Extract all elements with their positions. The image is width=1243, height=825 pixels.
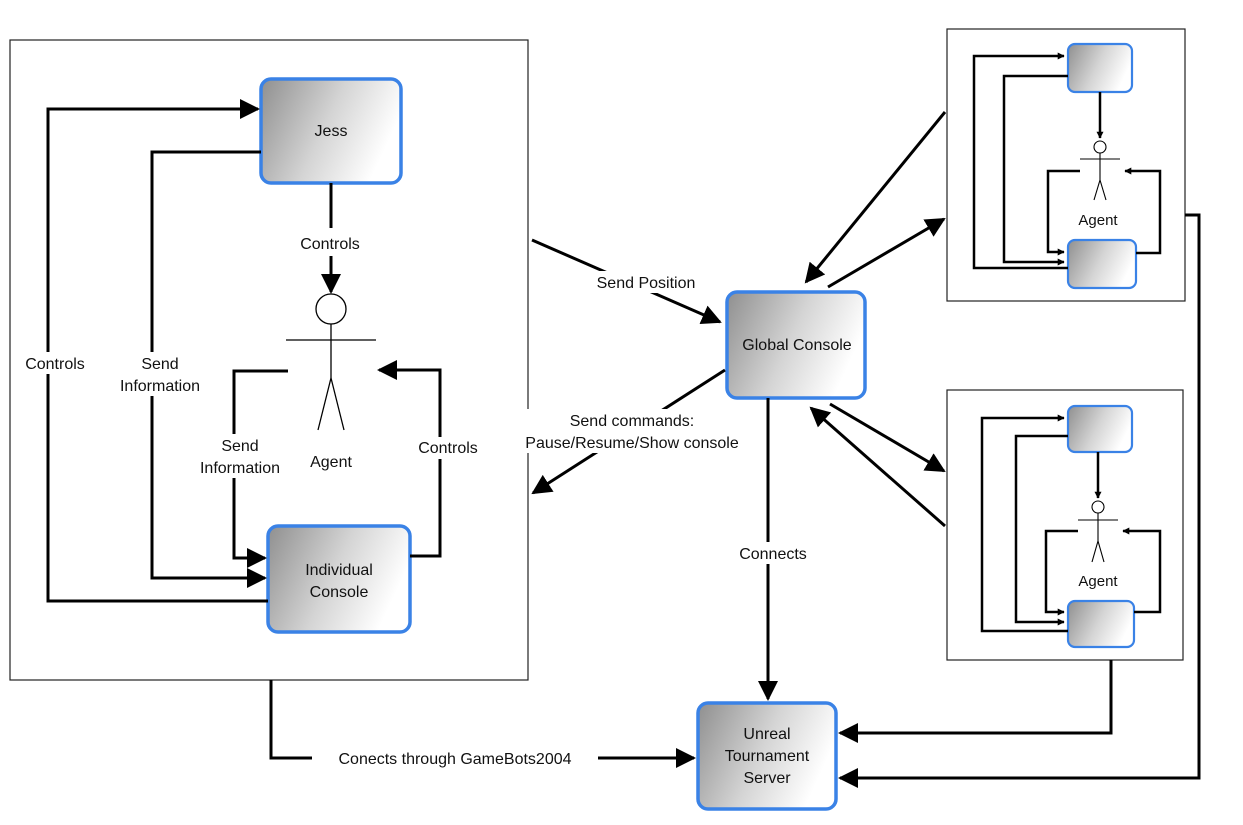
jess-node-label: Jess (315, 123, 348, 140)
edge-label-jess-controls: Controls (300, 236, 360, 253)
bottom-right-node-lower[interactable] (1066, 599, 1136, 649)
agent-container-main (9, 39, 529, 681)
edge-global-to-bottomright (829, 402, 946, 473)
top-right-node-upper[interactable] (1066, 42, 1134, 94)
edge-tr-agent-info (1046, 169, 1080, 256)
edge-br-outer-loop (980, 414, 1068, 633)
edge-tr-console-controls (1124, 167, 1162, 255)
edge-topright-to-global (804, 111, 947, 284)
edge-label-send-info-inner-1: Send (221, 438, 258, 455)
agent-container-bottom-right (946, 389, 1184, 661)
edge-label-connects: Connects (739, 546, 807, 563)
edge-label-send-commands-1: Send commands: (570, 413, 695, 430)
edge-label-send-info-inner-2: Information (200, 460, 280, 477)
bottom-right-node-upper[interactable] (1066, 404, 1134, 454)
edge-tr-send-info-loop (1002, 74, 1068, 266)
top-right-node-lower[interactable] (1066, 238, 1138, 290)
edge-label-outer-controls: Controls (25, 356, 85, 373)
agent-figure-main (286, 293, 376, 431)
agent-figure-bottom-right (1078, 500, 1118, 563)
agent-label-top-right: Agent (1078, 212, 1118, 229)
agent-container-top-right (946, 28, 1186, 302)
edge-bottomright-to-server (838, 660, 1113, 743)
global-console-label: Global Console (742, 337, 852, 354)
edge-label-console-controls: Controls (418, 440, 478, 457)
edge-global-to-topright (827, 217, 946, 289)
individual-console-node[interactable]: Individual Console (266, 524, 412, 634)
agent-label-bottom-right: Agent (1078, 573, 1118, 590)
individual-console-label-line2: Console (310, 584, 369, 601)
server-label-line1: Unreal (743, 726, 790, 743)
individual-console-label-line1: Individual (305, 562, 373, 579)
agent-label-main: Agent (310, 454, 352, 471)
edge-label-send-info-outer-1: Send (141, 356, 178, 373)
edge-conects-through-gamebots (269, 680, 696, 768)
edge-bottomright-to-global (809, 406, 946, 528)
edge-tr-outer-loop (972, 52, 1068, 270)
agent-figure-top-right (1080, 140, 1120, 201)
server-label-line2: Tournament (725, 748, 810, 765)
edge-topright-to-server (838, 213, 1201, 788)
edge-label-send-info-outer-2: Information (120, 378, 200, 395)
jess-node[interactable]: Jess (259, 77, 403, 185)
global-console-node[interactable]: Global Console (725, 290, 867, 400)
edge-br-send-info-loop (1014, 434, 1068, 626)
edge-console-controls-agent (377, 360, 442, 558)
unreal-tournament-server-node[interactable]: Unreal Tournament Server (696, 701, 838, 811)
edge-label-send-position: Send Position (597, 275, 696, 292)
edge-br-console-controls (1122, 527, 1162, 614)
edge-label-send-commands-2: Pause/Resume/Show console (525, 435, 739, 452)
edge-label-conects-through: Conects through GameBots2004 (338, 751, 571, 768)
edge-br-agent-info (1044, 529, 1078, 616)
server-label-line3: Server (743, 770, 791, 787)
